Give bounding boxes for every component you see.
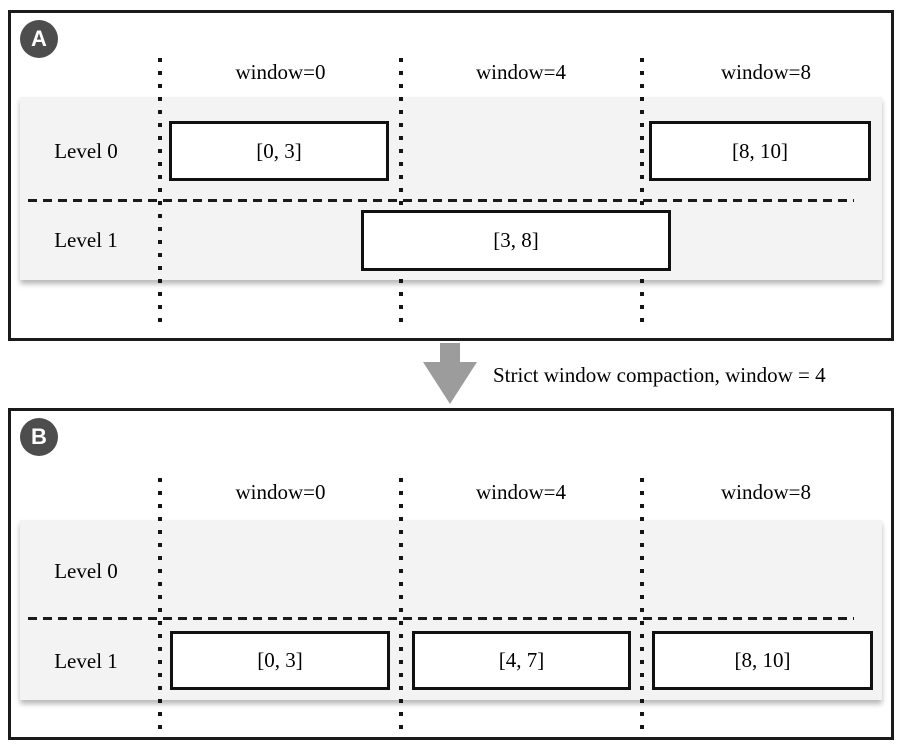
panel-b-header-window4: window=4 xyxy=(475,480,566,504)
dotted-divider-icon xyxy=(399,58,403,323)
compaction-arrow-label: Strict window compaction, window = 4 xyxy=(493,363,826,387)
panel-a-header-window4: window=4 xyxy=(475,60,566,84)
panel-b-badge: B xyxy=(20,418,58,456)
dotted-divider-icon xyxy=(158,58,162,323)
panel-a-level1-label: Level 1 xyxy=(54,228,118,252)
panel-a-badge: A xyxy=(20,20,58,58)
panel-a-header-window0: window=0 xyxy=(235,60,326,84)
down-arrow-icon xyxy=(423,362,477,404)
panel-b-level-separator xyxy=(28,617,854,620)
panel-a-level-separator xyxy=(28,199,854,202)
sstable-box: [4, 7] xyxy=(412,631,631,690)
panel-a: A window=0 window=4 window=8 Level 0 Lev… xyxy=(8,10,894,341)
sstable-box: [3, 8] xyxy=(361,210,671,271)
panel-b-level1-label: Level 1 xyxy=(54,649,118,673)
sstable-box: [8, 10] xyxy=(652,631,873,690)
panel-b-header-window0: window=0 xyxy=(235,480,326,504)
panel-a-level0-label: Level 0 xyxy=(54,139,118,163)
sstable-box: [0, 3] xyxy=(170,631,390,690)
dotted-divider-icon xyxy=(640,58,644,323)
dotted-divider-icon xyxy=(640,478,644,735)
sstable-box: [0, 3] xyxy=(169,121,389,181)
dotted-divider-icon xyxy=(158,478,162,735)
dotted-divider-icon xyxy=(399,478,403,735)
sstable-box: [8, 10] xyxy=(649,121,871,181)
panel-b-level0-label: Level 0 xyxy=(54,559,118,583)
panel-a-header-window8: window=8 xyxy=(720,60,811,84)
down-arrow-icon xyxy=(440,343,460,363)
panel-b-header-window8: window=8 xyxy=(720,480,811,504)
panel-b: B window=0 window=4 window=8 Level 0 Lev… xyxy=(8,408,894,740)
